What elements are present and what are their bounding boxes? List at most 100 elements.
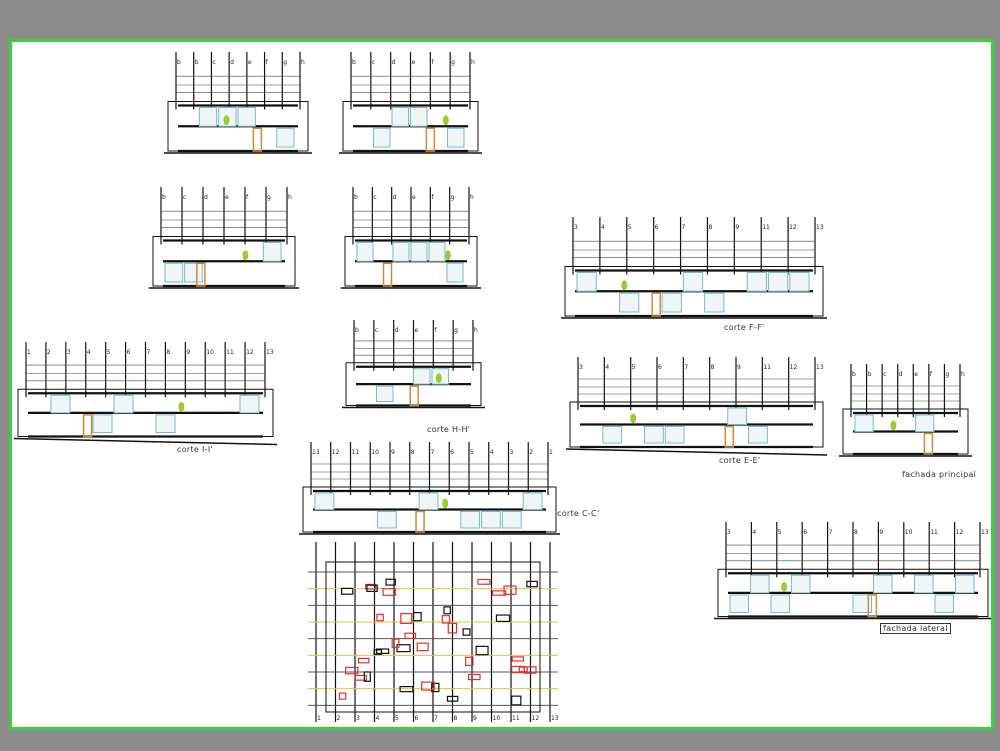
grid-axis-label: f [246, 194, 249, 201]
grid-axis-label: 9 [186, 349, 190, 356]
grid-axis-label: h [301, 59, 305, 66]
glass-panel [410, 107, 428, 127]
glass-panel [481, 511, 501, 529]
wood-door [724, 425, 735, 448]
glass-panel [50, 394, 71, 414]
grid-axis-label: 11 [762, 224, 770, 231]
plant-icon [442, 498, 449, 509]
glass-panel [392, 242, 410, 262]
plan-furniture [462, 628, 471, 636]
plant-icon [178, 401, 185, 412]
glass-panel [356, 242, 374, 262]
grid-axis-label: 12 [790, 364, 798, 371]
grid-axis-label: 2 [337, 715, 341, 722]
plan-furniture [396, 644, 411, 653]
grid-axis-label: 9 [391, 449, 395, 456]
plan-furniture [363, 671, 371, 682]
glass-panel [314, 492, 335, 510]
plant-icon [781, 581, 788, 592]
grid-axis-label: e [415, 327, 419, 334]
grid-axis-label: 8 [454, 715, 458, 722]
grid-axis-label: c [373, 194, 376, 201]
plant-icon [621, 280, 628, 291]
grid-axis-label: 5 [628, 224, 632, 231]
grid-axis-label: 6 [450, 449, 454, 456]
grid-axis-label: 7 [682, 224, 686, 231]
plan-furniture [526, 580, 538, 588]
plant-icon [890, 420, 897, 431]
grid-axis-label: c [212, 59, 215, 66]
plan-furniture [421, 681, 435, 691]
glass-panel [746, 272, 767, 292]
grid-axis-label: 2 [529, 449, 533, 456]
plan-furniture [354, 674, 368, 681]
grid-axis-label: h [288, 194, 292, 201]
glass-panel [682, 272, 704, 292]
glass-panel [164, 262, 184, 283]
glass-panel [376, 511, 397, 529]
glass-panel [854, 414, 874, 432]
glass-panel [852, 594, 872, 613]
plan-furniture [373, 649, 383, 655]
plan-furniture [376, 613, 384, 622]
glass-panel [373, 127, 391, 148]
glass-panel [446, 262, 464, 283]
plan-furniture [468, 673, 481, 681]
grid-axis-label: d [393, 194, 397, 201]
plan-furniture [391, 638, 400, 649]
label-corte-e: corte E-E' [719, 456, 761, 465]
wood-door [651, 292, 661, 317]
glass-panel [664, 426, 685, 444]
glass-panel [750, 574, 770, 594]
grid-axis-label: c [883, 371, 886, 378]
grid-axis-label: 5 [395, 715, 399, 722]
grid-axis-label: g [945, 371, 949, 378]
glass-panel [237, 107, 256, 127]
glass-panel [873, 574, 893, 594]
glass-panel [391, 107, 409, 127]
glass-panel [767, 272, 789, 292]
grid-axis-label: 13 [816, 224, 824, 231]
glass-panel [92, 414, 113, 433]
glass-panel [184, 262, 203, 283]
glass-panel [770, 594, 790, 613]
glass-panel [460, 511, 481, 529]
glass-panel [428, 242, 446, 262]
grid-axis-label: h [470, 194, 474, 201]
grid-axis-label: e [914, 371, 918, 378]
glass-panel [501, 511, 522, 529]
grid-axis-label: 4 [376, 715, 380, 722]
grid-axis-label: 9 [735, 224, 739, 231]
plan-furniture [385, 578, 396, 586]
plan-furniture [404, 632, 417, 639]
plan-furniture [441, 615, 451, 624]
grid-axis-label: 10 [493, 715, 501, 722]
grid-axis-label: 5 [632, 364, 636, 371]
grid-axis-label: 4 [490, 449, 494, 456]
grid-axis-label: 2 [47, 349, 51, 356]
grid-axis-label: 11 [930, 529, 938, 536]
grid-axis-label: 5 [778, 529, 782, 536]
label-fachada-lateral: fachada lateral [880, 623, 951, 634]
plan-furniture [443, 606, 451, 615]
plant-icon [435, 373, 442, 384]
glass-panel [791, 574, 811, 594]
wood-door [923, 432, 934, 455]
glass-panel [661, 292, 682, 313]
label-fachada-principal: fachada principal [902, 470, 977, 479]
grid-axis-label: 12 [956, 529, 964, 536]
grid-axis-label: 10 [371, 449, 379, 456]
grid-axis-label: d [395, 327, 399, 334]
plant-icon [630, 413, 637, 424]
wood-door [867, 594, 878, 618]
grid-axis-label: b [195, 59, 199, 66]
grid-axis-label: h [961, 371, 965, 378]
wood-door [196, 262, 206, 287]
wood-door [252, 127, 263, 152]
